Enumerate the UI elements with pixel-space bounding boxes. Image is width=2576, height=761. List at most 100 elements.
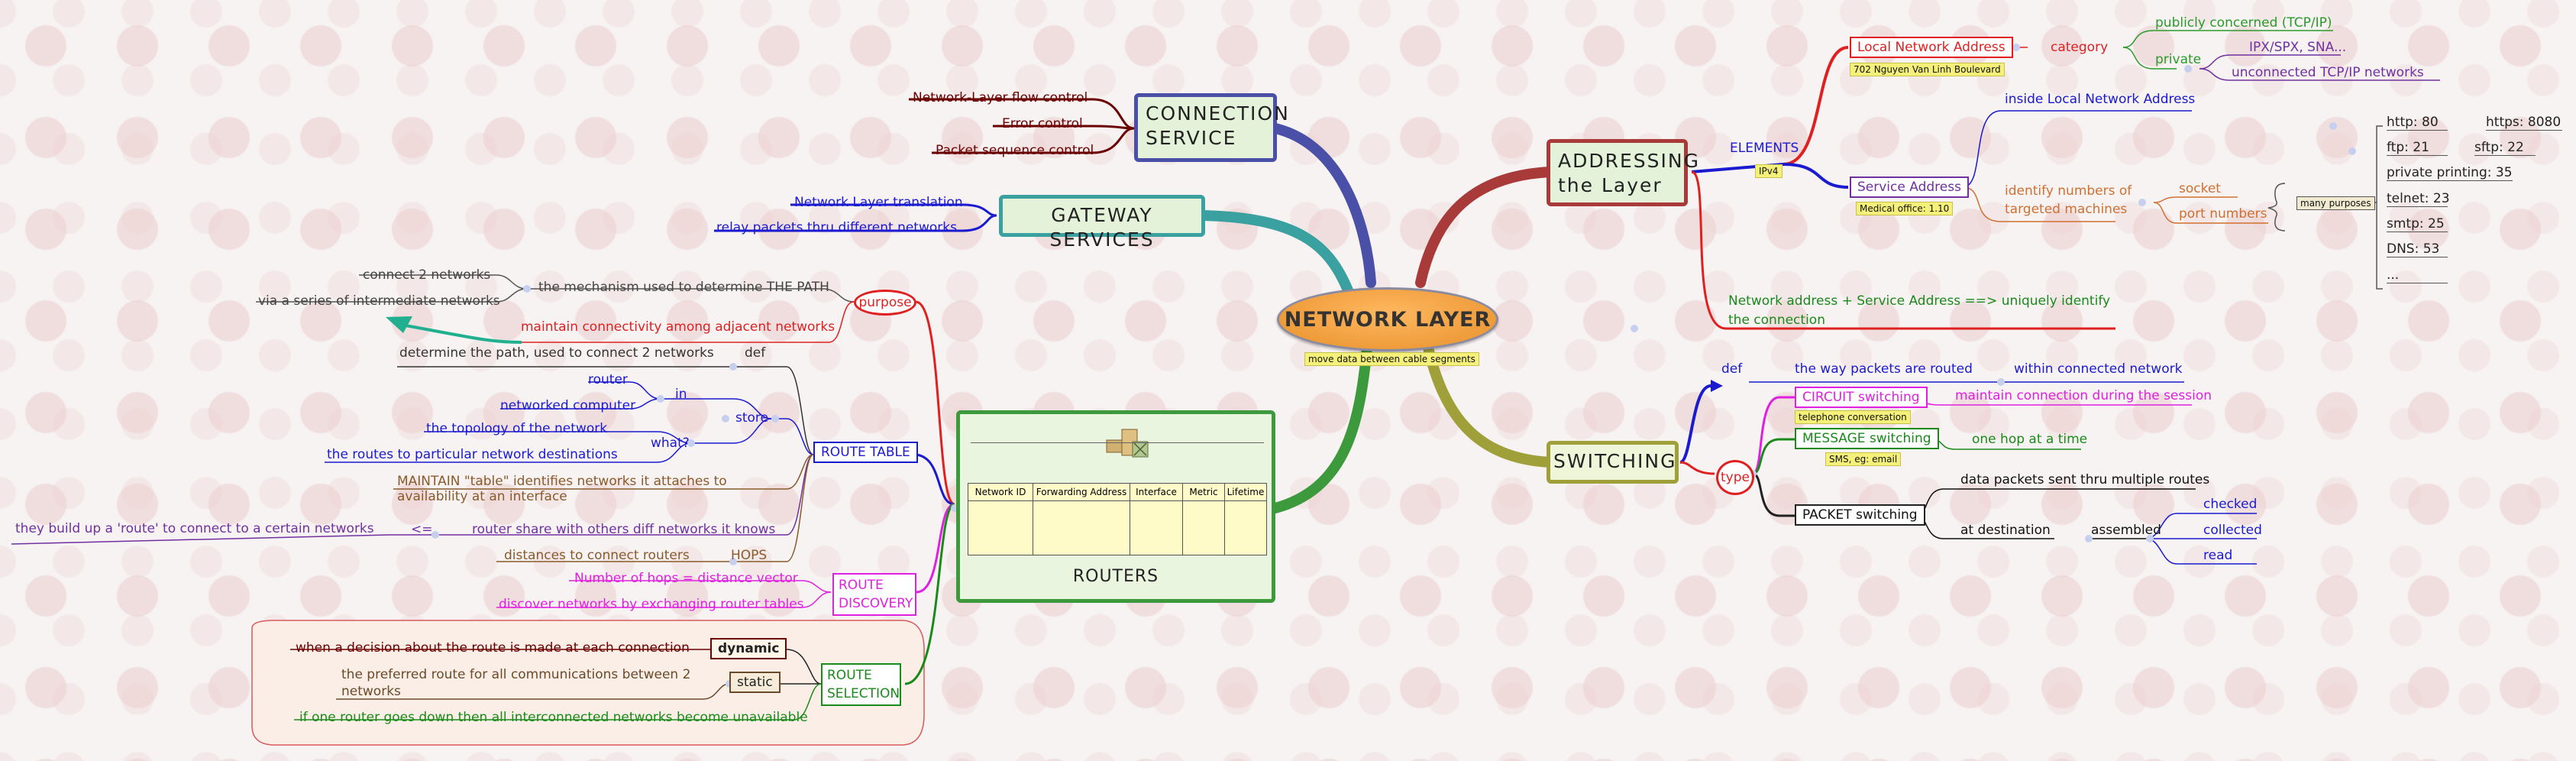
branch-gateway <box>1198 210 1353 296</box>
route-table-maintain[interactable]: MAINTAIN "table" identifies networks it … <box>397 474 727 504</box>
gateway-translation[interactable]: Network Layer translation <box>794 195 963 210</box>
circuit-switching-node[interactable]: CIRCUIT switching <box>1795 387 1928 408</box>
route-table-share[interactable]: router share with others diff networks i… <box>472 522 776 537</box>
route-selection-node[interactable]: ROUTE SELECTION <box>821 663 901 706</box>
circuit-switching-tag: telephone conversation <box>1795 410 1911 424</box>
route-discovery-exchange[interactable]: discover networks by exchanging router t… <box>499 597 804 612</box>
service-socket[interactable]: socket <box>2179 181 2221 196</box>
local-category[interactable]: category <box>2051 40 2109 55</box>
packet-collected[interactable]: collected <box>2203 523 2262 538</box>
addressing-combined[interactable]: Network address + Service Address ==> un… <box>1728 293 2111 328</box>
gateway-relay[interactable]: relay packets thru different networks <box>716 220 957 235</box>
local-private-ipx[interactable]: IPX/SPX, SNA... <box>2249 40 2347 55</box>
port-item[interactable]: http: 80 <box>2387 115 2448 131</box>
route-table-header: Network ID Forwarding Address Interface … <box>968 484 1266 501</box>
route-discovery-hops[interactable]: Number of hops = distance vector <box>574 571 798 586</box>
route-selection-static-node[interactable]: static <box>729 672 781 693</box>
port-item[interactable]: ... <box>2387 267 2448 283</box>
branch-routers <box>1270 342 1372 513</box>
service-address-label: Service Address <box>1857 180 1961 195</box>
switching-title: SWITCHING <box>1553 450 1677 472</box>
packet-assembled[interactable]: assembled <box>2091 523 2161 538</box>
port-item[interactable]: telnet: 23 <box>2387 191 2450 207</box>
circuit-switching-text[interactable]: maintain connection during the session <box>1955 388 2212 403</box>
route-selection-dynamic-node[interactable]: dynamic <box>710 638 787 659</box>
route-discovery-node[interactable]: ROUTE DISCOVERY <box>832 573 916 616</box>
route-table-in-label[interactable]: in <box>675 387 687 402</box>
table-header-cell: Lifetime <box>1227 487 1265 497</box>
service-identify-numbers[interactable]: identify numbers of targeted machines <box>2005 183 2132 217</box>
routers-purpose-node[interactable]: purpose <box>854 290 916 316</box>
route-selection-static-text[interactable]: the preferred route for all communicatio… <box>341 667 691 699</box>
purpose-connect-networks[interactable]: connect 2 networks <box>363 267 491 283</box>
route-selection-dynamic-text[interactable]: when a decision about the route is made … <box>296 640 690 656</box>
route-table-node[interactable]: ROUTE TABLE <box>813 442 918 463</box>
topic-connection-service[interactable]: CONNECTION SERVICE <box>1134 93 1288 162</box>
route-table-hops[interactable]: HOPS <box>731 548 768 563</box>
purpose-maintain-connectivity[interactable]: maintain connectivity among adjacent net… <box>521 319 836 335</box>
packet-switching-text[interactable]: data packets sent thru multiple routes <box>1960 472 2210 487</box>
topic-gateway-services[interactable]: GATEWAY SERVICES <box>999 195 1205 251</box>
route-table-distances[interactable]: distances to connect routers <box>504 548 690 563</box>
local-private[interactable]: private <box>2155 52 2202 67</box>
local-public[interactable]: publicly concerned (TCP/IP) <box>2155 15 2332 31</box>
port-item[interactable]: smtp: 25 <box>2387 216 2448 232</box>
addressing-elements-tag: IPv4 <box>1755 164 1783 178</box>
port-item[interactable]: private printing: 35 <box>2387 165 2513 181</box>
route-table-arrow: <= <box>411 522 433 537</box>
switching-type-node[interactable]: type <box>1716 460 1754 495</box>
route-selection-static-label: static <box>737 675 773 690</box>
packet-read[interactable]: read <box>2203 548 2233 563</box>
purpose-via-intermediate[interactable]: via a series of intermediate networks <box>258 293 500 309</box>
route-table-def-label[interactable]: def <box>745 345 766 361</box>
service-port-numbers[interactable]: port numbers <box>2179 206 2267 222</box>
connection-flow-control[interactable]: Network-Layer flow control <box>913 90 1088 105</box>
message-switching-node[interactable]: MESSAGE switching <box>1795 428 1939 449</box>
topic-switching[interactable]: SWITCHING <box>1547 441 1679 484</box>
port-item[interactable]: sftp: 22 <box>2474 140 2536 156</box>
route-table-what-routes[interactable]: the routes to particular network destina… <box>327 447 618 462</box>
branch-connection <box>1270 123 1376 288</box>
purpose-path-mechanism[interactable]: the mechanism used to determine THE PATH <box>538 280 829 295</box>
message-switching-text[interactable]: one hop at a time <box>1972 432 2088 447</box>
central-topic-note: move data between cable segments <box>1304 352 1479 366</box>
table-header-cell: Network ID <box>968 484 1033 500</box>
message-switching-label: MESSAGE switching <box>1802 431 1931 446</box>
route-table-in-router[interactable]: router <box>588 372 628 387</box>
packet-switching-node[interactable]: PACKET switching <box>1795 504 1925 526</box>
topic-routers[interactable]: Network ID Forwarding Address Interface … <box>956 410 1275 603</box>
packet-checked[interactable]: checked <box>2203 497 2258 512</box>
service-many-purposes: many purposes <box>2296 196 2375 210</box>
service-address-tag: Medical office: 1.10 <box>1856 202 1954 215</box>
addressing-elements[interactable]: ELEMENTS <box>1730 141 1799 156</box>
route-table-what-topology[interactable]: the topology of the network <box>426 421 608 436</box>
switching-def-label[interactable]: def <box>1721 361 1743 377</box>
local-network-address-tag: 702 Nguyen Van Linh Boulevard <box>1850 63 2005 76</box>
route-table-build[interactable]: they build up a 'route' to connect to a … <box>15 521 374 536</box>
connection-packet-sequence[interactable]: Packet sequence control <box>936 143 1094 158</box>
route-selection-failure[interactable]: if one router goes down then all interco… <box>299 710 808 725</box>
local-network-address-label: Local Network Address <box>1857 40 2006 55</box>
connection-error-control[interactable]: Error control <box>1002 116 1083 131</box>
route-table-label: ROUTE TABLE <box>821 445 910 460</box>
central-topic[interactable]: NETWORK LAYER <box>1277 287 1498 351</box>
port-item[interactable]: DNS: 53 <box>2387 241 2448 257</box>
switching-within[interactable]: within connected network <box>2014 361 2183 377</box>
route-table-what-label[interactable]: what? <box>651 436 690 451</box>
topic-addressing[interactable]: ADDRESSING the Layer <box>1547 139 1698 206</box>
service-inside-local[interactable]: inside Local Network Address <box>2005 92 2196 107</box>
service-address-node[interactable]: Service Address <box>1850 176 1969 198</box>
packet-destination[interactable]: at destination <box>1960 523 2051 538</box>
port-item[interactable]: ftp: 21 <box>2387 140 2448 156</box>
central-topic-title: NETWORK LAYER <box>1284 307 1492 332</box>
route-table-in-computer[interactable]: networked computer <box>500 398 636 413</box>
port-item[interactable]: https: 8080 <box>2486 115 2562 131</box>
local-private-unconnected[interactable]: unconnected TCP/IP networks <box>2232 65 2424 80</box>
circuit-switching-label: CIRCUIT switching <box>1802 390 1920 405</box>
route-table-store-label[interactable]: store <box>735 410 768 426</box>
branch-addressing <box>1415 167 1556 288</box>
switching-def-text[interactable]: the way packets are routed <box>1795 361 1973 377</box>
local-network-address-node[interactable]: Local Network Address <box>1850 37 2013 58</box>
routers-purpose-label: purpose <box>858 295 912 310</box>
route-table-def-text[interactable]: determine the path, used to connect 2 ne… <box>399 345 714 361</box>
